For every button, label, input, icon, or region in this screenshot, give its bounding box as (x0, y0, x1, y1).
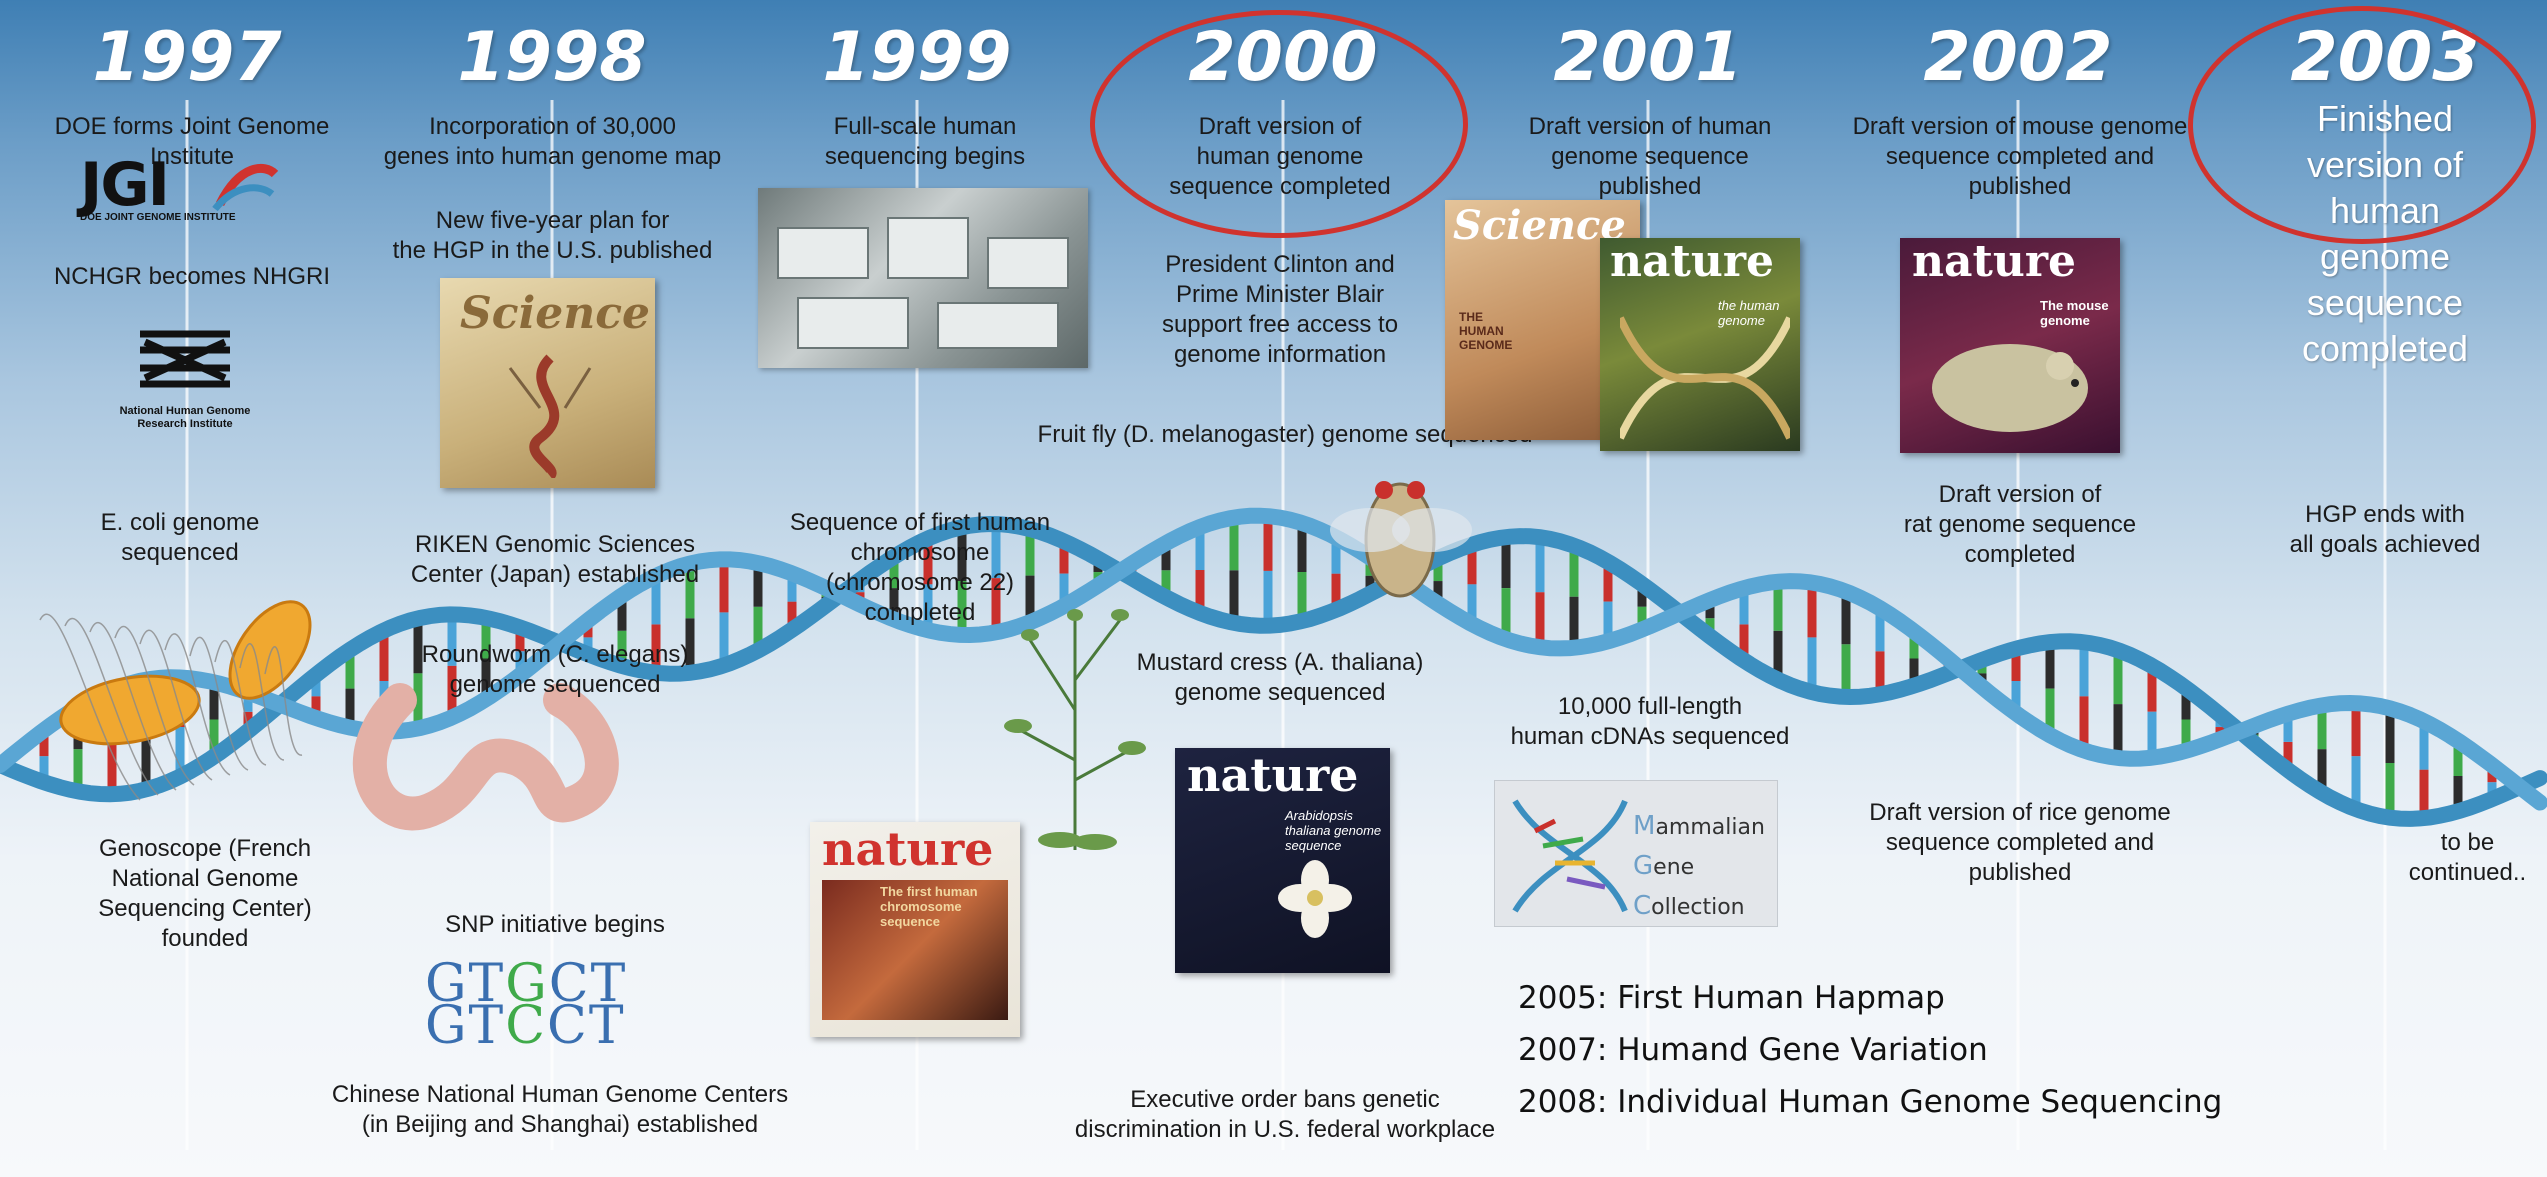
event-riken: RIKEN Genomic Sciences Center (Japan) es… (400, 530, 710, 590)
nhgri-logo: National Human Genome Research Institute (85, 320, 285, 430)
event-nchgr: NCHGR becomes NHGRI (22, 262, 362, 292)
roundworm-icon (370, 700, 602, 813)
anatomy-illustration-icon (480, 348, 620, 478)
arabidopsis-flower-icon (1255, 858, 1375, 968)
year-1999: 1999 (767, 18, 1067, 97)
event-snp: SNP initiative begins (405, 910, 705, 940)
event-continued: to be continued.. (2400, 828, 2535, 888)
event-mustard: Mustard cress (A. thaliana) genome seque… (1130, 648, 1430, 708)
dna-cover-art-icon (1620, 308, 1790, 448)
event-genoscope: Genoscope (French National Genome Sequen… (55, 834, 355, 954)
mouse-illustration-icon (1930, 328, 2100, 438)
event-chinese-centers: Chinese National Human Genome Centers (i… (300, 1080, 820, 1140)
event-rat: Draft version of rat genome sequence com… (1860, 480, 2180, 570)
snp-sequence-2: GTCCT (425, 1000, 626, 1052)
fruit-fly-icon (1320, 460, 1480, 620)
snp-variant-base: C (505, 996, 547, 1056)
event-draft-2000: Draft version of human genome sequence c… (1130, 112, 1430, 202)
snp-base: T (589, 996, 626, 1056)
snp-base: G (425, 996, 469, 1056)
event-clinton-blair: President Clinton and Prime Minister Bla… (1130, 250, 1430, 370)
year-2002: 2002 (1868, 18, 2168, 97)
sequencing-lab-photo (758, 188, 1088, 368)
mgc-helix-icon (1505, 791, 1635, 916)
event-rice: Draft version of rice genome sequence co… (1850, 798, 2190, 888)
event-cdna: 10,000 full-length human cDNAs sequenced (1500, 692, 1800, 752)
snp-base: T (469, 996, 506, 1056)
mustard-plant-icon (990, 560, 1160, 860)
science-1998-cover: Science (440, 278, 655, 488)
snp-base: C (547, 996, 589, 1056)
year-1998: 1998 (402, 18, 702, 97)
event-exec-order: Executive order bans genetic discriminat… (1060, 1085, 1510, 1145)
event-finished-2003: Finished version of human genome sequenc… (2240, 96, 2530, 372)
milestone-2008: 2008: Individual Human Genome Sequencing (1518, 1076, 2222, 1128)
event-five-year-plan: New five-year plan for the HGP in the U.… (380, 206, 725, 266)
year-2001: 2001 (1498, 18, 1798, 97)
nhgri-emblem-icon (85, 320, 285, 400)
mgc-text: Mammalian Gene Collection (1633, 807, 1765, 927)
jgi-logo: JGI DOE JOINT GENOME INSTITUTE (80, 150, 300, 230)
event-roundworm: Roundworm (C. elegans) genome sequenced (405, 640, 705, 700)
lab-equipment-icon (758, 188, 1088, 368)
event-mouse: Draft version of mouse genome sequence c… (1840, 112, 2200, 202)
milestone-2007: 2007: Humand Gene Variation (1518, 1024, 1988, 1076)
nature-2000-cover: nature Arabidopsis thaliana genome seque… (1175, 748, 1390, 973)
nature-1999-cover: nature The first human chromosome sequen… (810, 822, 1020, 1037)
jgi-swoosh-icon (210, 154, 280, 214)
nature-2001-cover: nature the human genome (1600, 238, 1800, 451)
event-hgp-ends: HGP ends with all goals achieved (2250, 500, 2520, 560)
milestone-2005: 2005: First Human Hapmap (1518, 972, 1945, 1024)
nature-2002-cover: nature The mouse genome (1900, 238, 2120, 453)
event-genes-30000: Incorporation of 30,000 genes into human… (380, 112, 725, 172)
event-draft-2001: Draft version of human genome sequence p… (1500, 112, 1800, 202)
year-1997: 1997 (37, 18, 337, 97)
event-ecoli: E. coli genome sequenced (60, 508, 300, 568)
mgc-logo: Mammalian Gene Collection (1494, 780, 1778, 927)
event-full-scale: Full-scale human sequencing begins (790, 112, 1060, 172)
